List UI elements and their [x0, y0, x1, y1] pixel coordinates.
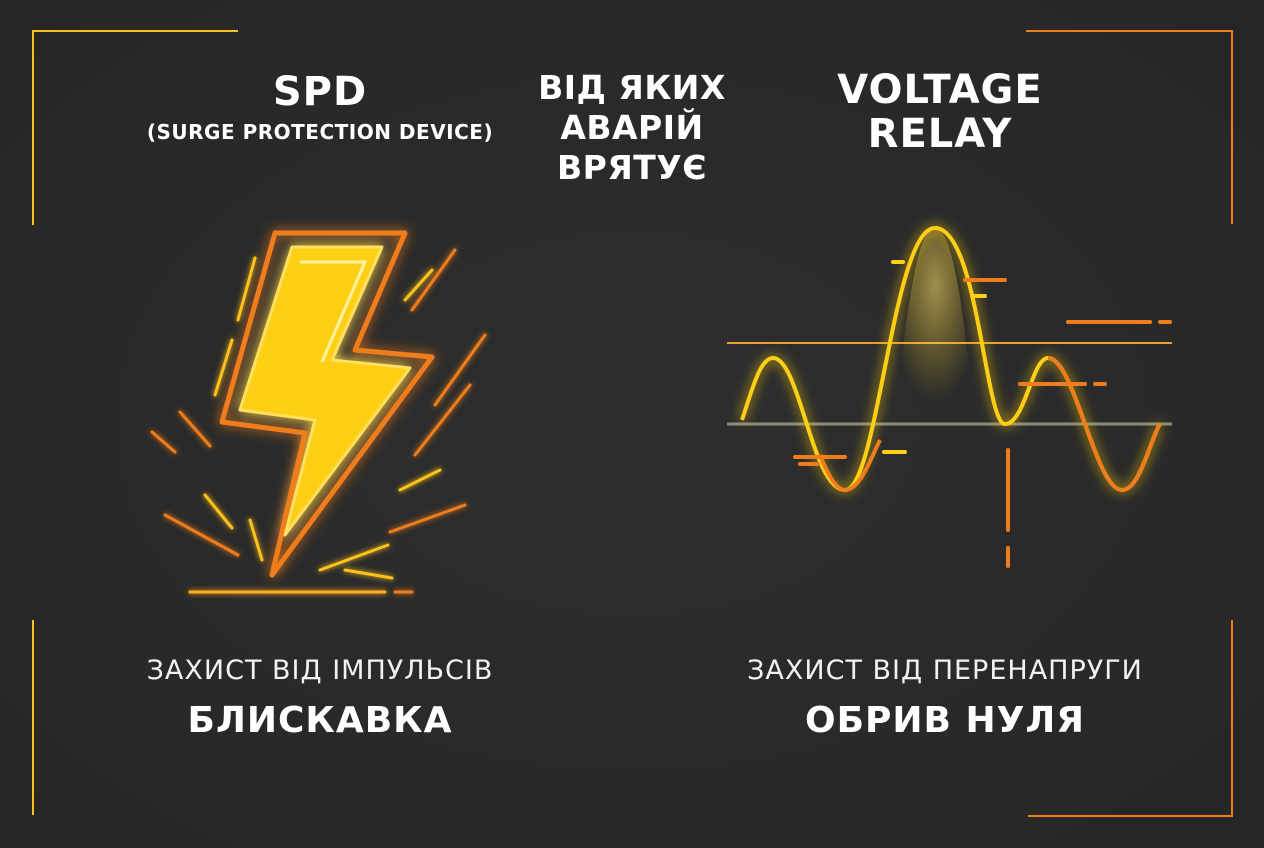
bolt-sparks: [150, 248, 487, 594]
spd-label: БЛИСКАВКА: [187, 700, 453, 741]
voltage-wave-icon: [727, 225, 1172, 568]
frame-corner-bottom-right: [1028, 620, 1233, 817]
voltage-relay-caption: ЗАХИСТ ВІД ПЕРЕНАПРУГИ: [747, 655, 1143, 686]
voltage-relay-title-line-2: RELAY: [867, 111, 1013, 157]
frame-corner-top-right: [1026, 30, 1233, 224]
center-title-line-2: АВАРІЙ: [560, 108, 704, 147]
lightning-bolt-icon: [219, 230, 435, 578]
spd-subtitle: (SURGE PROTECTION DEVICE): [146, 120, 494, 144]
voltage-relay-label: ОБРИВ НУЛЯ: [804, 700, 1086, 741]
spd-title: SPD: [272, 69, 368, 115]
center-title-line-3: ВРЯТУЄ: [557, 148, 707, 187]
spd-caption: ЗАХИСТ ВІД ІМПУЛЬСІВ: [146, 655, 494, 686]
center-title: ВІД ЯКИХ АВАРІЙ ВРЯТУЄ: [510, 68, 754, 188]
voltage-relay-title: VOLTAGE RELAY: [780, 68, 1100, 156]
voltage-relay-title-line-1: VOLTAGE: [837, 67, 1043, 113]
frame-corner-top-left: [32, 30, 238, 225]
center-title-line-1: ВІД ЯКИХ: [538, 68, 726, 107]
